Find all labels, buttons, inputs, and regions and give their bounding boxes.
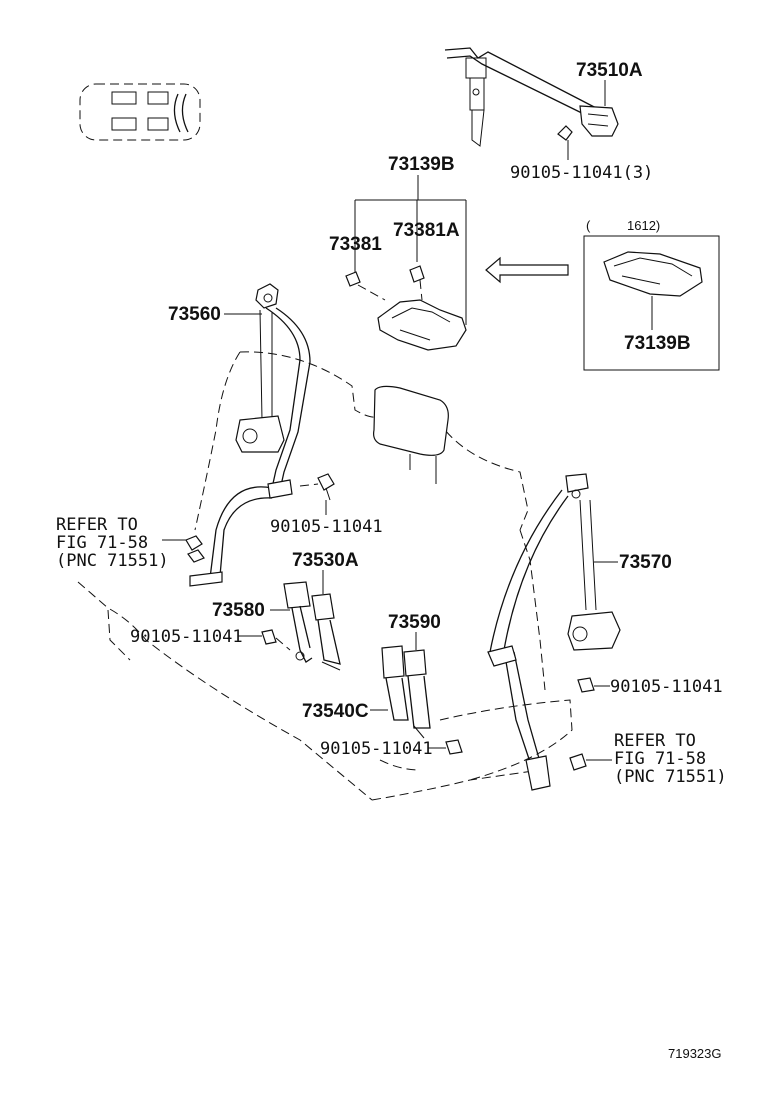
label-73570: 73570 (619, 552, 672, 573)
label-73530A: 73530A (292, 550, 359, 571)
label-refer-right-1: REFER TO (614, 731, 696, 751)
buckle-73540C-drawing (381, 645, 409, 721)
inset-paren: ( (586, 218, 591, 233)
label-73510A: 73510A (576, 60, 643, 81)
label-73590: 73590 (388, 612, 441, 633)
bolt-bottom-drawing (445, 739, 463, 755)
label-73540C: 73540C (302, 701, 369, 722)
bolt-mid-drawing (261, 629, 291, 651)
label-bolt-top: 90105-11041(3) (510, 163, 653, 183)
belt-73560-drawing (189, 283, 311, 587)
label-73381: 73381 (329, 234, 382, 255)
label-refer-left-3: (PNC 71551) (56, 551, 169, 571)
retractor-cover-73139B-drawing (345, 265, 467, 351)
inset-box (583, 235, 720, 371)
buckle-73590-drawing (403, 649, 431, 739)
label-73580: 73580 (212, 600, 265, 621)
label-73381A: 73381A (393, 220, 460, 241)
arrow-icon (485, 256, 569, 284)
label-refer-left-1: REFER TO (56, 515, 138, 535)
belt-73570-drawing (487, 473, 621, 791)
label-bolt-bottom: 90105-11041 (320, 739, 433, 759)
label-bolt-right: 90105-11041 (610, 677, 723, 697)
label-refer-left-2: FIG 71-58 (56, 533, 148, 553)
label-73560: 73560 (168, 304, 221, 325)
label-refer-right-2: FIG 71-58 (614, 749, 706, 769)
rear-seat-outline (77, 351, 573, 801)
belt-73510A-drawing (444, 47, 619, 147)
vehicle-locator-icon (79, 83, 201, 141)
bolt-right-drawing (577, 677, 604, 693)
nut-left-drawing (185, 535, 205, 563)
figure-code: 719323G (668, 1046, 722, 1061)
label-refer-right-3: (PNC 71551) (614, 767, 727, 787)
label-inset-73139B: 73139B (624, 333, 691, 354)
buckle-73530A-drawing (311, 593, 341, 671)
label-bolt-mid: 90105-11041 (130, 627, 243, 647)
inset-code: 1612) (627, 218, 660, 233)
bolt-left-drawing (299, 473, 335, 501)
label-bolt-left: 90105-11041 (270, 517, 383, 537)
headrest-drawing (373, 385, 449, 484)
label-73139B: 73139B (388, 154, 455, 175)
buckle-73580-drawing (283, 581, 313, 663)
nut-right-drawing (569, 753, 587, 771)
